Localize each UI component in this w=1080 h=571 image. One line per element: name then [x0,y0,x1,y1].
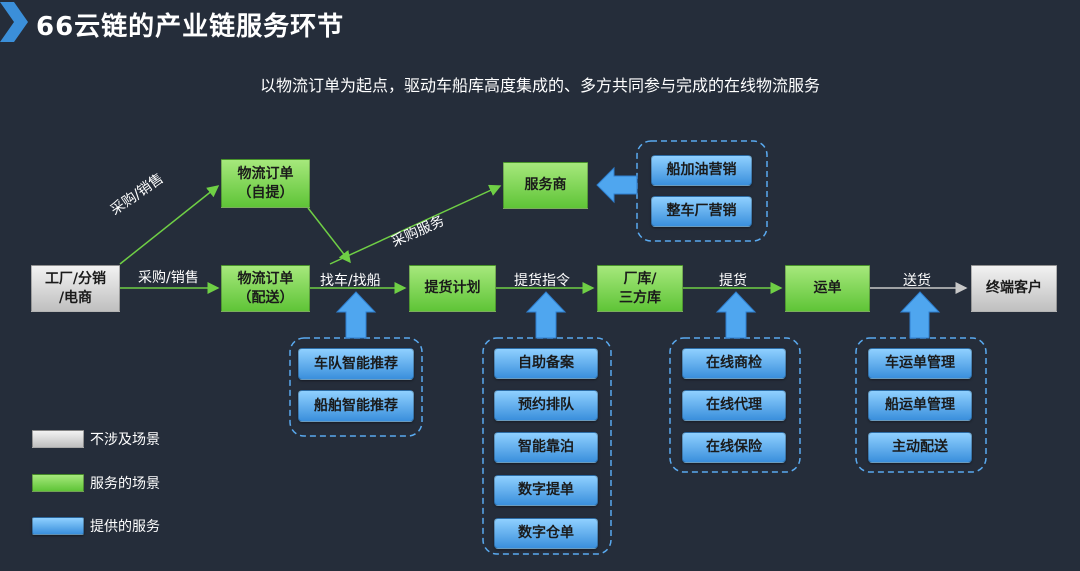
edge-label-delivery: 送货 [903,273,931,289]
service-ship-fuel-marketing: 船加油营销 [651,155,752,186]
service-fleet-recommend: 车队智能推荐 [298,348,414,380]
node-end-customer: 终端客户 [971,265,1057,312]
up-arrow-icon [715,291,757,339]
service-online-agency: 在线代理 [682,390,786,421]
edge-order-to-service [329,184,502,265]
service-smart-berthing: 智能靠泊 [494,432,598,463]
node-service-provider: 服务商 [503,162,588,209]
title-chevron-icon [0,2,28,42]
up-arrow-icon [899,291,941,339]
node-waybill: 运单 [785,265,870,312]
up-arrow-icon [335,291,377,339]
node-order-delivery: 物流订单 （配送） [221,265,310,312]
service-active-delivery: 主动配送 [868,432,972,463]
legend-label-blue: 提供的服务 [90,519,160,535]
legend-swatch-blue [32,517,84,535]
service-digital-warehouse-receipt: 数字仓单 [494,518,598,549]
node-warehouse: 厂库/ 三方库 [597,265,683,312]
service-digital-bol: 数字提单 [494,475,598,506]
legend-swatch-gray [32,430,84,448]
edge-label-find-vehicle: 找车/找船 [320,273,381,289]
edge-label-pickup: 提货 [719,273,747,289]
legend-label-green: 服务的场景 [90,476,160,492]
edge-order-self-to-main [307,207,351,264]
node-order-self: 物流订单 （自提） [221,159,310,208]
service-truck-waybill: 车运单管理 [868,348,972,379]
page-subtitle: 以物流订单为起点，驱动车船库高度集成的、多方共同参与完成的在线物流服务 [259,76,820,95]
service-vessel-recommend: 船舶智能推荐 [298,390,414,422]
left-arrow-icon [596,166,638,204]
edge-factory-order-self [119,185,220,265]
service-online-inspection: 在线商检 [682,348,786,379]
legend-label-gray: 不涉及场景 [90,432,160,448]
service-online-insurance: 在线保险 [682,432,786,463]
legend-swatch-green [32,474,84,492]
node-factory: 工厂/分销 /电商 [31,265,120,312]
service-queue-booking: 预约排队 [494,390,598,421]
node-pickup-plan: 提货计划 [409,265,496,312]
edge-label-pickup-instruction: 提货指令 [514,273,570,289]
group-marketing [636,140,768,242]
service-ship-waybill: 船运单管理 [868,390,972,421]
up-arrow-icon [525,291,567,339]
service-oem-marketing: 整车厂营销 [651,196,752,227]
edge-label-purchase-sales: 采购/销售 [138,270,199,286]
service-self-filing: 自助备案 [494,348,598,379]
page-title: 66云链的产业链服务环节 [36,12,345,42]
